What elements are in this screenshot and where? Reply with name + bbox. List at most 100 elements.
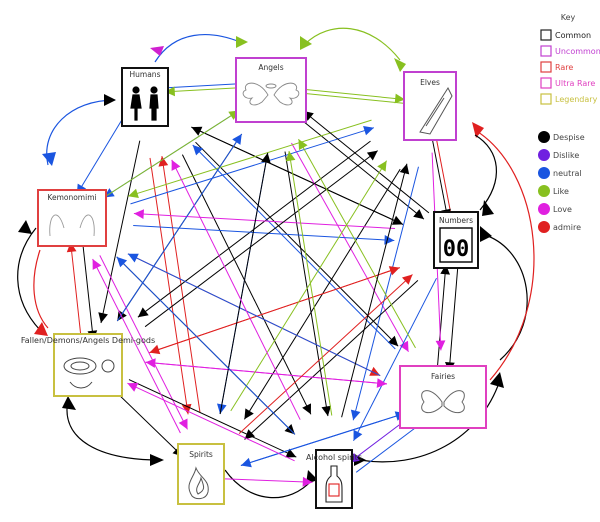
arrowhead bbox=[150, 46, 164, 56]
edge-arrowhead bbox=[128, 188, 139, 198]
arrowhead bbox=[482, 200, 494, 216]
arrowhead bbox=[472, 122, 484, 138]
edge-alcohol-angels bbox=[288, 150, 333, 416]
relation-label: Like bbox=[553, 187, 569, 196]
node-kemonomimi[interactable]: Kemonomimi bbox=[37, 189, 107, 247]
edge-arrowhead bbox=[363, 126, 374, 136]
edge-arrowhead bbox=[192, 145, 204, 156]
relation-label: Love bbox=[553, 205, 572, 214]
outer-curves bbox=[17, 27, 535, 499]
edge-humans-fairies bbox=[195, 141, 399, 347]
edge-arrowhead bbox=[127, 382, 139, 392]
relation-label: Dislike bbox=[553, 151, 579, 160]
edge-demigods-kemonomimi bbox=[70, 241, 82, 342]
edge-spirits-angels bbox=[219, 152, 269, 415]
arrowhead bbox=[62, 396, 76, 410]
edge-numbers-kemonomimi bbox=[133, 213, 396, 229]
node-label: Fallen/Demons/Angels Demi-gods bbox=[21, 336, 155, 345]
curve-numbers-elves bbox=[474, 134, 497, 211]
edge-fairies-kemonomimi bbox=[127, 253, 381, 377]
edge-arrowhead bbox=[321, 405, 332, 417]
node-angels[interactable]: Angels bbox=[235, 57, 307, 123]
rarity-swatch bbox=[540, 29, 552, 41]
curve-humans-angels bbox=[154, 34, 241, 63]
edge-arrowhead bbox=[116, 256, 128, 268]
relation-key-item-like: Like bbox=[538, 185, 569, 197]
halo-icon bbox=[63, 357, 115, 389]
rarity-label: Legendary bbox=[555, 95, 598, 104]
edge-arrowhead bbox=[377, 160, 387, 172]
arrowhead bbox=[150, 454, 164, 466]
edge-arrowhead bbox=[171, 159, 181, 171]
edge-arrowhead bbox=[298, 139, 308, 151]
edge-arrowhead bbox=[178, 418, 188, 430]
edge-humans-spirits bbox=[149, 157, 189, 415]
edge-arrowhead bbox=[391, 215, 403, 225]
node-humans[interactable]: Humans bbox=[121, 67, 169, 127]
relation-swatch bbox=[538, 167, 550, 179]
edge-arrowhead bbox=[66, 242, 77, 253]
edge-arrowhead bbox=[133, 209, 144, 219]
rarity-key-item-legendary: Legendary bbox=[540, 93, 598, 105]
edge-alcohol-kemonomimi bbox=[116, 256, 296, 435]
curve-angels-elves bbox=[304, 27, 401, 61]
rarity-key-item-rare: Rare bbox=[540, 61, 573, 73]
curve-spirits-alcohol bbox=[224, 469, 313, 499]
relation-label: admire bbox=[553, 223, 581, 232]
edge-arrowhead bbox=[399, 163, 410, 175]
edge-fairies-angels bbox=[298, 138, 416, 349]
rarity-label: Common bbox=[555, 31, 591, 40]
edge-humans-alcohol bbox=[181, 154, 312, 415]
edge-kemonomimi-demigods bbox=[82, 240, 94, 341]
edge-arrowhead bbox=[399, 340, 409, 352]
animal-ears-icon bbox=[49, 214, 95, 237]
ear-icon bbox=[419, 86, 453, 135]
rarity-key-title: Key bbox=[561, 13, 576, 22]
wings-icon bbox=[242, 82, 300, 106]
nodes: Humans Angels Elves bbox=[21, 57, 487, 509]
relation-swatch bbox=[538, 185, 550, 197]
node-label: Numbers bbox=[439, 216, 473, 225]
node-alcohol[interactable]: Alcohol spirits bbox=[306, 449, 362, 509]
node-numbers[interactable]: Numbers 00 bbox=[433, 211, 479, 269]
edge-numbers-fairies bbox=[448, 265, 459, 373]
relation-key-item-despise: Despise bbox=[538, 131, 585, 143]
people-icon bbox=[130, 86, 159, 121]
node-spirits[interactable]: Spirits bbox=[177, 443, 225, 505]
edge-humans-kemonomimi bbox=[76, 111, 127, 195]
relation-key-item-dislike: Dislike bbox=[538, 149, 579, 161]
edge-alcohol-elves bbox=[341, 163, 408, 418]
edges bbox=[66, 78, 459, 487]
edge-arrowhead bbox=[366, 150, 378, 161]
edge-arrowhead bbox=[158, 156, 169, 167]
node-demigods[interactable]: Fallen/Demons/Angels Demi-gods bbox=[21, 333, 155, 397]
edge-alcohol-humans bbox=[171, 159, 301, 420]
curve-humans-kemonomimi bbox=[46, 99, 116, 166]
rarity-label: Rare bbox=[555, 63, 573, 72]
edge-spirits-fairies bbox=[240, 412, 406, 466]
edge-demigods-numbers bbox=[149, 267, 400, 354]
edge-humans-demigods bbox=[100, 140, 141, 324]
edge-kemonomimi-angels bbox=[103, 110, 240, 198]
edge-arrowhead bbox=[302, 403, 311, 415]
edge-arrowhead bbox=[402, 274, 413, 285]
edge-arrowhead bbox=[261, 152, 271, 164]
edge-spirits-elves bbox=[230, 160, 388, 412]
edge-arrowhead bbox=[302, 476, 313, 487]
edge-elves-alcohol bbox=[352, 166, 419, 421]
edge-arrowhead bbox=[387, 335, 399, 347]
edge-numbers-elves bbox=[433, 127, 453, 219]
edge-arrowhead bbox=[413, 209, 424, 220]
relation-swatch bbox=[538, 131, 550, 143]
edge-angels-elves bbox=[296, 88, 406, 100]
relation-key-item-admire: admire bbox=[538, 221, 581, 233]
edge-fairies-demigods bbox=[145, 361, 387, 385]
edge-arrowhead bbox=[435, 340, 446, 351]
node-fairies[interactable]: Fairies bbox=[399, 365, 487, 429]
rarity-key-item-ultra_rare: Ultra Rare bbox=[540, 77, 595, 89]
node-elves[interactable]: Elves bbox=[403, 71, 457, 141]
rarity-key-item-uncommon: Uncommon bbox=[540, 45, 600, 57]
relation-label: neutral bbox=[553, 169, 582, 178]
